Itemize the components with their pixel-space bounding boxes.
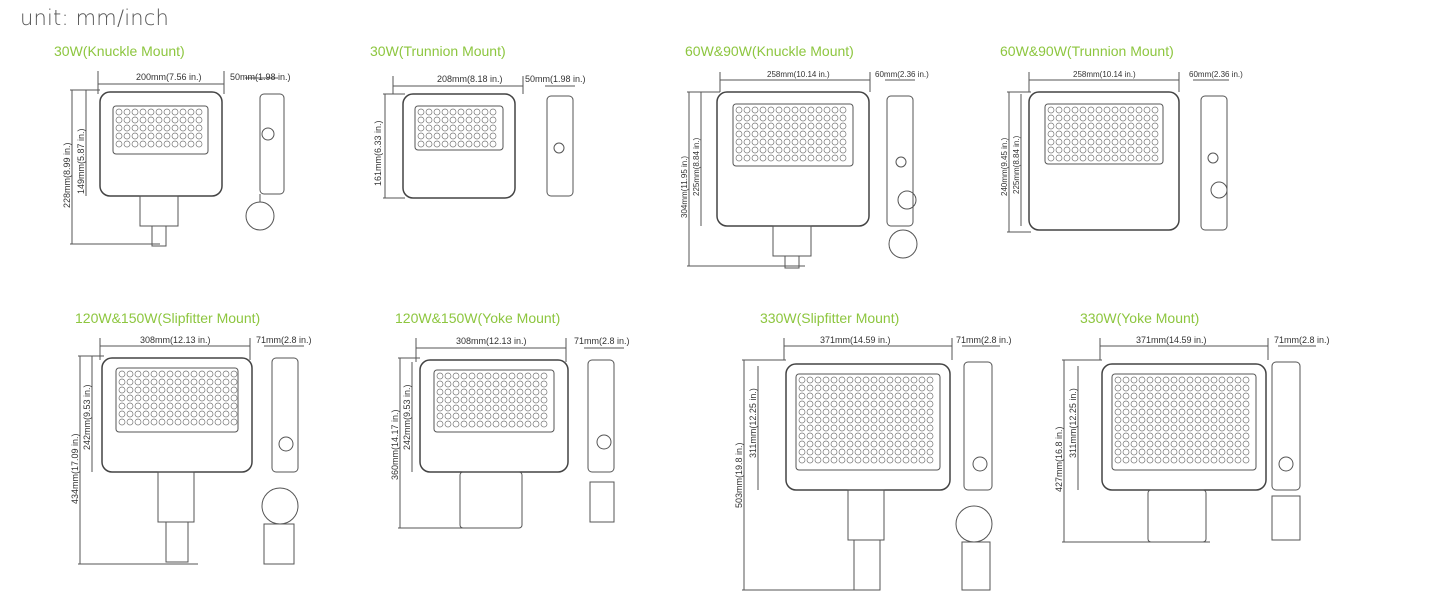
panel-title-30w-trunnion: 30W(Trunnion Mount) — [370, 43, 506, 59]
led-array — [436, 372, 548, 428]
depth-dim-label: 50mm(1.98 in.) — [230, 72, 291, 82]
led-array — [1047, 106, 1159, 162]
height-inner-label: 225mm(8.84 in.) — [1012, 135, 1021, 194]
height-inner-label: 242mm(9.53 in.) — [82, 384, 92, 450]
depth-dim-label: 50mm(1.98 in.) — [525, 74, 586, 84]
height-outer-label: 240mm(9.45 in.) — [1000, 137, 1009, 196]
depth-dim-label: 60mm(2.36 in.) — [875, 70, 929, 79]
drawing-330w-slipfitter: 371mm(14.59 in.) 71mm(2.8 in.) 503mm(19.… — [734, 335, 1012, 591]
drawing-120w-yoke: 308mm(12.13 in.) 71mm(2.8 in.) 360mm(14.… — [390, 336, 630, 529]
width-dim-label: 308mm(12.13 in.) — [140, 335, 211, 345]
width-dim-label: 371mm(14.59 in.) — [820, 335, 891, 345]
depth-dim-label: 71mm(2.8 in.) — [956, 335, 1012, 345]
height-outer-label: 434mm(17.09 in.) — [70, 433, 80, 504]
height-inner-label: 149mm(5.87 in.) — [76, 128, 86, 194]
drawing-330w-yoke: 371mm(14.59 in.) 71mm(2.8 in.) 427mm(16.… — [1054, 335, 1330, 543]
width-dim-label: 371mm(14.59 in.) — [1136, 335, 1207, 345]
panel-title-60w-trunnion: 60W&90W(Trunnion Mount) — [1000, 43, 1174, 59]
height-outer-label: 503mm(19.8 in.) — [734, 442, 744, 508]
depth-dim-label: 71mm(2.8 in.) — [574, 336, 630, 346]
width-dim-label: 258mm(10.14 in.) — [1073, 70, 1136, 79]
led-array — [735, 106, 847, 162]
height-outer-label: 427mm(16.8 in.) — [1054, 426, 1064, 492]
depth-dim-label: 71mm(2.8 in.) — [256, 335, 312, 345]
panel-title-330w-yoke: 330W(Yoke Mount) — [1080, 310, 1200, 326]
drawing-120w-slipfitter: 308mm(12.13 in.) 71mm(2.8 in.) 434mm(17.… — [70, 335, 312, 565]
panel-title-330w-slipfitter: 330W(Slipfitter Mount) — [760, 310, 900, 326]
unit-label: unit: mm/inch — [20, 6, 170, 30]
width-dim-label: 258mm(10.14 in.) — [767, 70, 830, 79]
height-outer-label: 304mm(11.95 in.) — [680, 156, 689, 218]
depth-dim-label: 71mm(2.8 in.) — [1274, 335, 1330, 345]
width-dim-label: 200mm(7.56 in.) — [136, 72, 202, 82]
height-inner-label: 311mm(12.25 in.) — [1068, 388, 1078, 458]
panel-title-120w-slipfitter: 120W&150W(Slipfitter Mount) — [75, 310, 261, 326]
led-array — [1114, 376, 1250, 464]
height-inner-label: 311mm(12.25 in.) — [748, 388, 758, 458]
width-dim-label: 208mm(8.18 in.) — [437, 74, 503, 84]
height-outer-label: 228mm(8.99 in.) — [62, 142, 72, 208]
width-dim-label: 308mm(12.13 in.) — [456, 336, 527, 346]
led-array — [798, 376, 934, 464]
height-inner-label: 225mm(8.84 in.) — [692, 137, 701, 196]
height-inner-label: 242mm(9.53 in.) — [402, 384, 412, 450]
led-array — [118, 370, 238, 426]
led-array — [115, 108, 203, 148]
drawing-60w-knuckle: 258mm(10.14 in.) 60mm(2.36 in.) 304mm(11… — [680, 70, 929, 269]
drawing-30w-knuckle: 200mm(7.56 in.) 50mm(1.98 in.) 228mm(8.9… — [62, 71, 291, 247]
drawing-60w-trunnion: 258mm(10.14 in.) 60mm(2.36 in.) 240mm(9.… — [1000, 70, 1243, 233]
panel-title-60w-knuckle: 60W&90W(Knuckle Mount) — [685, 43, 854, 59]
drawing-30w-trunnion: 208mm(8.18 in.) 50mm(1.98 in.) 161mm(6.3… — [373, 74, 586, 199]
depth-dim-label: 60mm(2.36 in.) — [1189, 70, 1243, 79]
height-outer-label: 360mm(14.17 in.) — [390, 409, 400, 480]
panel-title-120w-yoke: 120W&150W(Yoke Mount) — [395, 310, 561, 326]
panel-title-30w-knuckle: 30W(Knuckle Mount) — [54, 43, 185, 59]
led-array — [417, 108, 497, 148]
height-outer-label: 161mm(6.33 in.) — [373, 120, 383, 186]
